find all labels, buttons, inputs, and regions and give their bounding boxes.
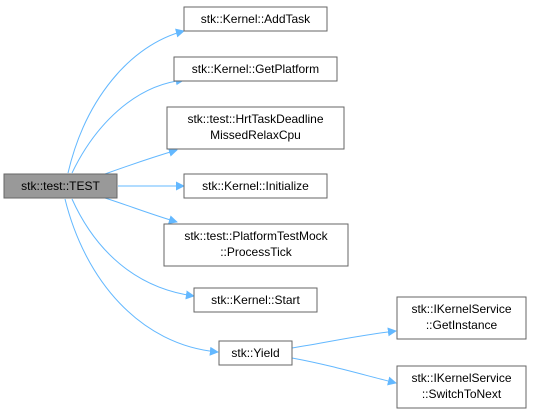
node-initialize-label: stk::Kernel::Initialize [202,179,309,193]
node-process-tick[interactable]: stk::test::PlatformTestMock ::ProcessTic… [163,223,349,267]
node-add-task-label: stk::Kernel::AddTask [201,12,311,26]
node-hrt-label-line1: stk::test::HrtTaskDeadline [187,112,323,126]
node-yield[interactable]: stk::Yield [218,340,293,366]
node-add-task[interactable]: stk::Kernel::AddTask [183,6,328,32]
edge-test-yield [64,198,219,356]
node-test-label: stk::test::TEST [21,179,100,193]
edge-test-start [71,198,195,300]
edge-yield-switchtonext [291,357,397,386]
node-get-instance[interactable]: stk::IKernelService ::GetInstance [396,296,527,340]
node-switch-to-next[interactable]: stk::IKernelService ::SwitchToNext [396,365,527,409]
node-process-tick-line1: stk::test::PlatformTestMock [184,229,328,243]
node-hrt-task-deadline[interactable]: stk::test::HrtTaskDeadline MissedRelaxCp… [166,106,345,150]
node-start-label: stk::Kernel::Start [211,293,300,307]
edge-test-processtick [104,197,178,225]
node-yield-label: stk::Yield [231,346,279,360]
node-initialize[interactable]: stk::Kernel::Initialize [183,173,328,199]
edges [64,28,397,386]
node-start[interactable]: stk::Kernel::Start [193,287,318,313]
edge-test-getplatform [71,76,185,174]
node-switch-to-next-line2: ::SwitchToNext [422,387,502,401]
node-get-platform[interactable]: stk::Kernel::GetPlatform [173,56,338,82]
node-process-tick-line2: ::ProcessTick [220,245,293,259]
node-get-instance-line1: stk::IKernelService [411,302,511,316]
node-get-instance-line2: ::GetInstance [426,318,498,332]
edge-test-addtask [67,28,185,174]
node-test[interactable]: stk::test::TEST [3,173,118,199]
edge-yield-getinstance [291,327,397,349]
edge-test-hrt [104,147,178,175]
node-switch-to-next-line1: stk::IKernelService [411,371,511,385]
node-get-platform-label: stk::Kernel::GetPlatform [192,62,319,76]
node-hrt-label-line2: MissedRelaxCpu [210,128,301,142]
